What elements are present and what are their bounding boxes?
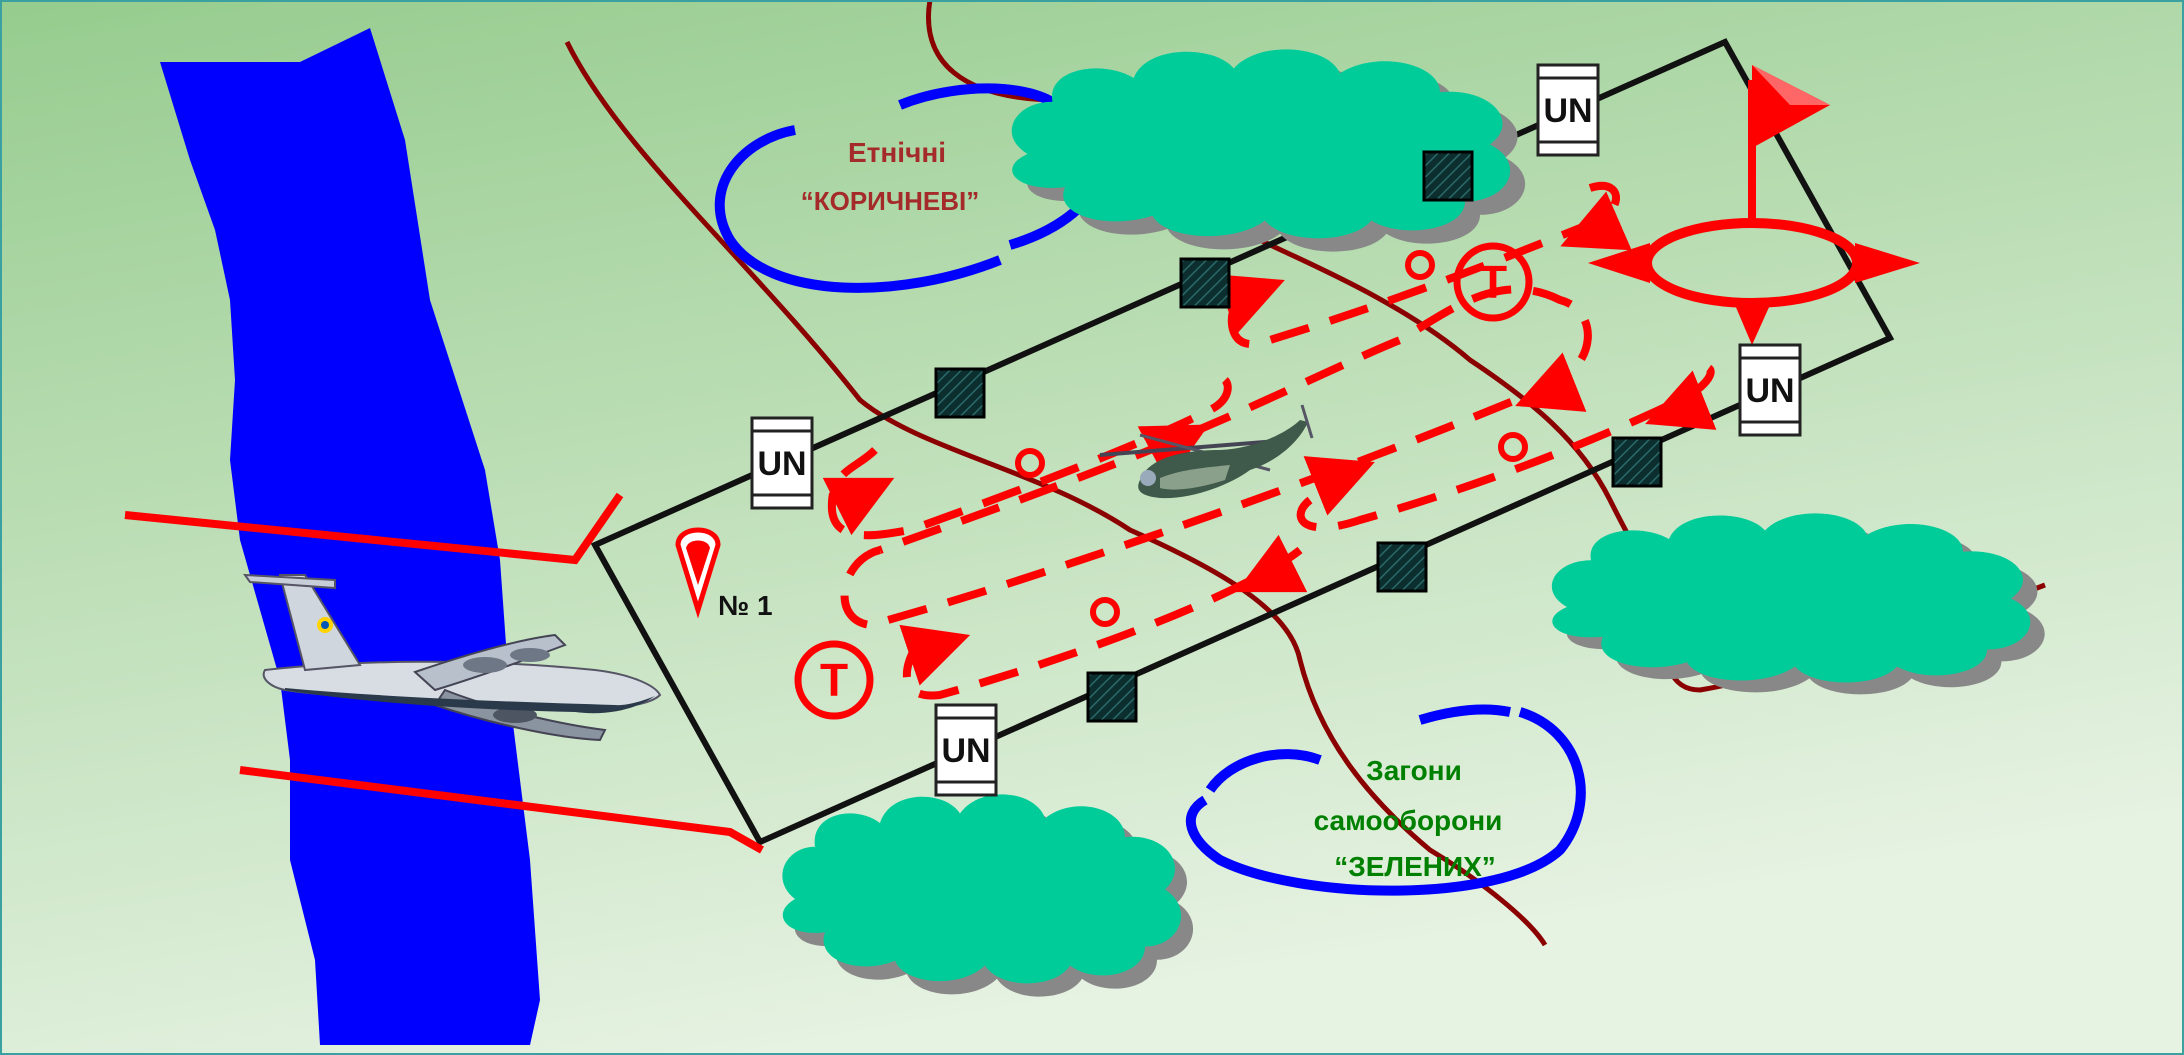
green-label-line2: самооборони [1314, 805, 1503, 836]
arrow-right-icon [1855, 243, 1920, 283]
command-point [1588, 65, 1920, 345]
un-post-label: UN [1745, 372, 1794, 410]
brown-label-line2: “КОРИЧНЕВІ” [801, 186, 980, 216]
un-post-icon: UN [1738, 343, 1802, 437]
un-post-label: UN [941, 732, 990, 770]
route-arrows [822, 191, 1717, 686]
checkpoint-icon [1376, 541, 1428, 593]
approach-lines [124, 492, 764, 854]
un-post-icon: UN [934, 703, 998, 797]
point-no1-label: № 1 [718, 590, 773, 621]
landing-point-icon [675, 527, 721, 619]
helicopter-icon [1099, 404, 1314, 499]
checkpoint-icon [1422, 150, 1474, 202]
un-post-icon: UN [1536, 63, 1600, 157]
green-area-outline [1185, 704, 1586, 896]
arrow-down-icon [1735, 305, 1770, 345]
green-label-line3: “ЗЕЛЕНИХ” [1334, 851, 1496, 882]
un-post-label: UN [757, 445, 806, 483]
t-marker-label: T [1479, 256, 1507, 308]
waypoint [1090, 597, 1120, 627]
un-post-icon: UN [750, 416, 814, 510]
brown-forces-label: Етнічні “КОРИЧНЕВІ” [801, 137, 980, 216]
brown-label-line1: Етнічні [848, 137, 946, 168]
t-marker-label: T [820, 654, 848, 706]
t-marker-icon: T [794, 640, 874, 720]
checkpoint-icon [934, 367, 986, 419]
checkpoint-icon [1179, 257, 1231, 309]
flag-icon [1752, 65, 1830, 148]
waypoint [1015, 448, 1045, 478]
green-forces-label: Загони самооборони “ЗЕЛЕНИХ” [1314, 755, 1503, 882]
road-west [564, 40, 1548, 947]
waypoint [1405, 250, 1435, 280]
arrow-left-icon [1588, 243, 1650, 283]
un-post-label: UN [1543, 92, 1592, 130]
checkpoint-icon [1086, 671, 1138, 723]
checkpoint-icon [1611, 436, 1663, 488]
green-label-line1: Загони [1366, 755, 1462, 786]
patrol-route-1 [827, 377, 1232, 540]
transport-aircraft-icon [242, 573, 662, 742]
waypoint [1498, 432, 1528, 462]
route-waypoints [1015, 250, 1528, 627]
t-marker-icon: T [1453, 242, 1533, 322]
